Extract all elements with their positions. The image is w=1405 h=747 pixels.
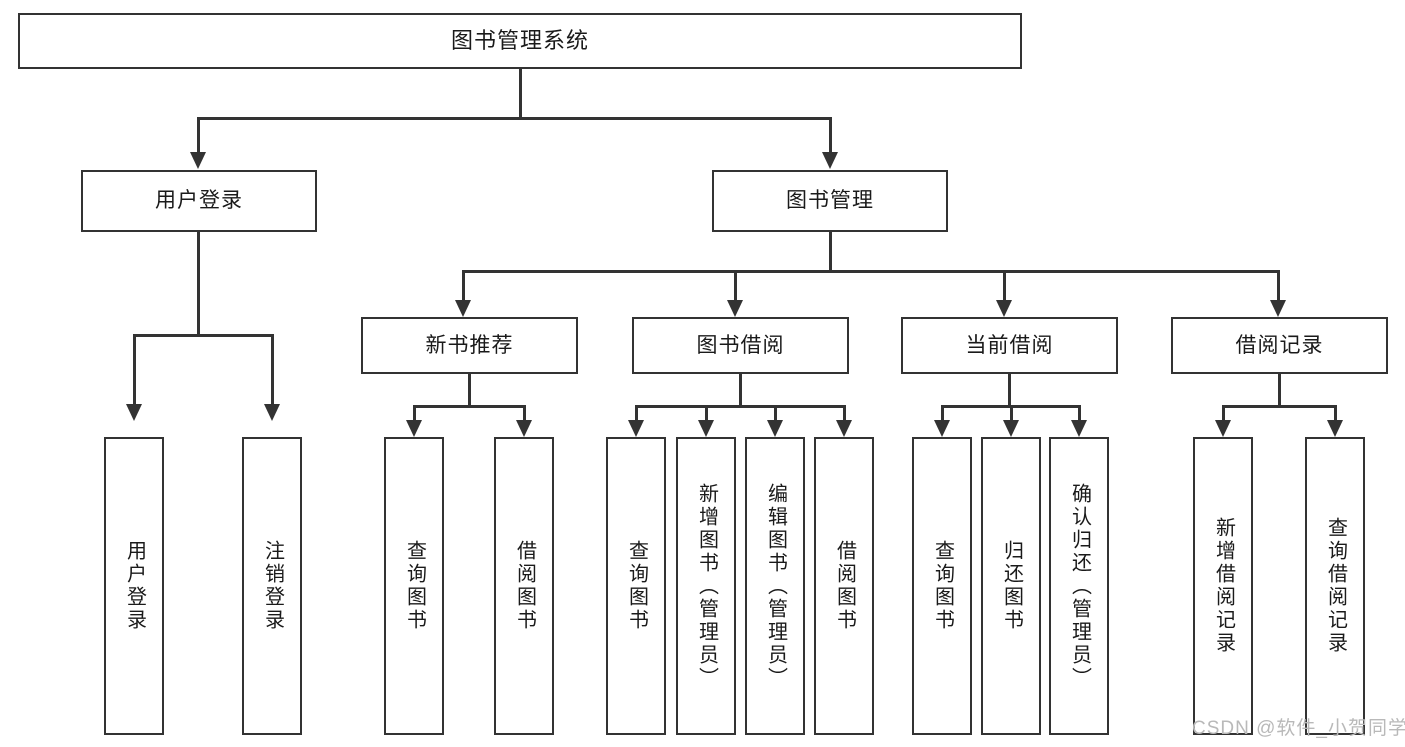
- leaf-book-borrow-edit-book-admin[interactable]: 编辑图书（管理员）: [745, 437, 805, 735]
- node-label: 查询图书: [625, 540, 648, 632]
- arrowhead-leaf-current-borrow-3: [1071, 420, 1087, 437]
- node-label: 图书借阅: [696, 333, 785, 357]
- leaf-borrow-record-add-record[interactable]: 新增借阅记录: [1193, 437, 1253, 735]
- edge-new-book-bar: [413, 405, 526, 408]
- leaf-book-borrow-query-books[interactable]: 查询图书: [606, 437, 666, 735]
- arrowhead-leaf-new-book-1: [406, 420, 422, 437]
- node-book-management[interactable]: 图书管理: [712, 170, 948, 232]
- leaf-book-borrow-add-book-admin[interactable]: 新增图书（管理员）: [676, 437, 736, 735]
- edge-book-management-stem: [829, 232, 832, 272]
- edge-borrow-record-bar: [1222, 405, 1337, 408]
- edge-level2-drop-book-management: [829, 117, 832, 154]
- node-label: 编辑图书（管理员）: [764, 482, 787, 690]
- edge-level3-drop-new-book: [462, 270, 465, 302]
- arrowhead-leaf-book-borrow-4: [836, 420, 852, 437]
- arrowhead-leaf-book-borrow-3: [767, 420, 783, 437]
- arrowhead-leaf-user-login-2: [264, 404, 280, 421]
- edge-new-book-stem: [468, 374, 471, 407]
- node-new-book-recommend[interactable]: 新书推荐: [361, 317, 578, 374]
- edge-level3-bar: [462, 270, 1280, 273]
- edge-new-book-drop-2: [523, 405, 526, 423]
- edge-current-borrow-drop-1: [941, 405, 944, 423]
- leaf-user-login-login[interactable]: 用户登录: [104, 437, 164, 735]
- arrowhead-leaf-borrow-record-2: [1327, 420, 1343, 437]
- node-root-book-management-system[interactable]: 图书管理系统: [18, 13, 1022, 69]
- node-label: 图书管理系统: [450, 27, 589, 53]
- edge-book-borrow-drop-2: [705, 405, 708, 423]
- node-label: 用户登录: [155, 189, 243, 213]
- node-label: 借阅图书: [513, 540, 536, 632]
- edge-borrow-record-drop-1: [1222, 405, 1225, 423]
- edge-new-book-drop-1: [413, 405, 416, 423]
- leaf-new-book-borrow-books[interactable]: 借阅图书: [494, 437, 554, 735]
- edge-level2-bar: [197, 117, 831, 120]
- edge-level3-drop-book-borrow: [734, 270, 737, 302]
- edge-borrow-record-stem: [1278, 374, 1281, 407]
- edge-level2-drop-user-login: [197, 117, 200, 154]
- edge-user-login-stem: [197, 232, 200, 336]
- edge-book-borrow-drop-4: [843, 405, 846, 423]
- node-label: 新书推荐: [425, 333, 514, 357]
- edge-current-borrow-stem: [1008, 374, 1011, 407]
- node-label: 查询图书: [931, 540, 954, 632]
- node-current-borrow[interactable]: 当前借阅: [901, 317, 1118, 374]
- arrowhead-new-book-recommend: [455, 300, 471, 317]
- edge-level3-drop-borrow-record: [1277, 270, 1280, 302]
- edge-book-borrow-drop-3: [774, 405, 777, 423]
- arrowhead-leaf-current-borrow-2: [1003, 420, 1019, 437]
- node-label: 图书管理: [786, 189, 874, 213]
- node-label: 确认归还（管理员）: [1068, 482, 1091, 690]
- arrowhead-leaf-book-borrow-1: [628, 420, 644, 437]
- node-borrow-record[interactable]: 借阅记录: [1171, 317, 1388, 374]
- edge-user-login-drop-1: [133, 334, 136, 406]
- leaf-current-borrow-confirm-return-admin[interactable]: 确认归还（管理员）: [1049, 437, 1109, 735]
- leaf-current-borrow-return-books[interactable]: 归还图书: [981, 437, 1041, 735]
- node-label: 借阅图书: [833, 540, 856, 632]
- edge-book-borrow-drop-1: [635, 405, 638, 423]
- node-label: 当前借阅: [965, 333, 1054, 357]
- edge-book-borrow-bar: [635, 405, 846, 408]
- node-book-borrow[interactable]: 图书借阅: [632, 317, 849, 374]
- leaf-current-borrow-query-books[interactable]: 查询图书: [912, 437, 972, 735]
- leaf-borrow-record-query-record[interactable]: 查询借阅记录: [1305, 437, 1365, 735]
- arrowhead-book-borrow: [727, 300, 743, 317]
- edge-current-borrow-drop-2: [1010, 405, 1013, 423]
- edge-level3-drop-current-borrow: [1003, 270, 1006, 302]
- edge-user-login-drop-2: [271, 334, 274, 406]
- arrowhead-leaf-current-borrow-1: [934, 420, 950, 437]
- arrowhead-borrow-record: [1270, 300, 1286, 317]
- node-label: 查询图书: [403, 540, 426, 632]
- node-label: 用户登录: [123, 540, 146, 632]
- edge-borrow-record-drop-2: [1334, 405, 1337, 423]
- arrowhead-current-borrow: [996, 300, 1012, 317]
- node-label: 注销登录: [261, 540, 284, 632]
- edge-user-login-bar: [133, 334, 271, 337]
- arrowhead-book-management: [822, 152, 838, 169]
- node-label: 新增借阅记录: [1212, 517, 1235, 655]
- edge-current-borrow-drop-3: [1078, 405, 1081, 423]
- arrowhead-leaf-user-login-1: [126, 404, 142, 421]
- arrowhead-leaf-new-book-2: [516, 420, 532, 437]
- arrowhead-user-login: [190, 152, 206, 169]
- node-label: 新增图书（管理员）: [695, 482, 718, 690]
- node-label: 借阅记录: [1235, 333, 1324, 357]
- leaf-user-login-logout[interactable]: 注销登录: [242, 437, 302, 735]
- node-user-login[interactable]: 用户登录: [81, 170, 317, 232]
- leaf-new-book-query-books[interactable]: 查询图书: [384, 437, 444, 735]
- edge-book-borrow-stem: [739, 374, 742, 407]
- edge-root-stem: [519, 69, 522, 119]
- node-label: 归还图书: [1000, 540, 1023, 632]
- node-label: 查询借阅记录: [1324, 517, 1347, 655]
- arrowhead-leaf-book-borrow-2: [698, 420, 714, 437]
- csdn-watermark: CSDN @软件_小贺同学: [1192, 718, 1405, 739]
- leaf-book-borrow-borrow-books[interactable]: 借阅图书: [814, 437, 874, 735]
- arrowhead-leaf-borrow-record-1: [1215, 420, 1231, 437]
